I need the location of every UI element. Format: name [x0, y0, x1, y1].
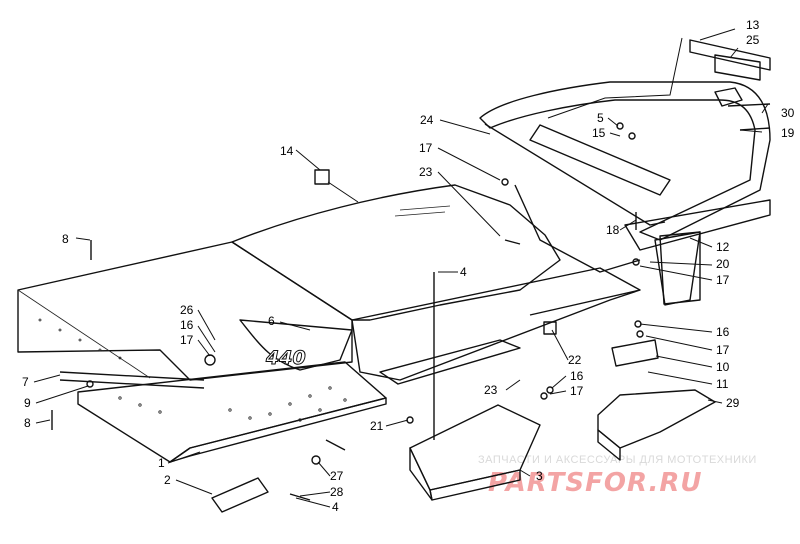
model-badge: 440: [265, 347, 306, 369]
callout-16: 16: [570, 369, 584, 383]
rear-plate: [211, 477, 269, 513]
callout-26: 26: [180, 303, 194, 317]
callout-8: 8: [24, 416, 31, 430]
fasteners: [51, 103, 771, 501]
callout-21: 21: [370, 419, 384, 433]
callout-3: 3: [536, 469, 543, 483]
callout-13: 13: [746, 18, 760, 32]
callout-27: 27: [330, 469, 344, 483]
right-running-board: [351, 267, 641, 385]
callout-9: 9: [24, 396, 31, 410]
callout-23: 23: [419, 165, 433, 179]
callout-17: 17: [570, 384, 584, 398]
callout-16: 16: [716, 325, 730, 339]
callout-7: 7: [22, 375, 29, 389]
watermark-logo: PARTSFOR.RU: [488, 468, 702, 498]
callout-12: 12: [716, 240, 730, 254]
hood-cover: 440: [231, 184, 561, 371]
callout-17: 17: [716, 343, 730, 357]
callout-14: 14: [280, 144, 294, 158]
snow-flap: [659, 231, 701, 305]
callout-10: 10: [716, 360, 730, 374]
rear-rack: [479, 81, 771, 306]
callout-11: 11: [716, 377, 729, 391]
callout-20: 20: [716, 257, 730, 271]
callout-19: 19: [781, 126, 795, 140]
callout-28: 28: [330, 485, 344, 499]
callout-29: 29: [726, 396, 740, 410]
callout-17: 17: [180, 333, 194, 347]
callout-24: 24: [420, 113, 434, 127]
callout-15: 15: [592, 126, 606, 140]
callout-18: 18: [606, 223, 620, 237]
callout-30: 30: [781, 106, 795, 120]
callout-6: 6: [268, 314, 275, 328]
rack-decal: [689, 39, 771, 107]
callout-25: 25: [746, 33, 760, 47]
callout-8: 8: [62, 232, 69, 246]
decal: [314, 169, 330, 185]
reflector-bracket: [611, 339, 659, 367]
traction-pad: [597, 389, 716, 461]
callout-5: 5: [597, 111, 604, 125]
callout-22: 22: [568, 353, 582, 367]
callouts: 13 25 5 30 15 19 24 14 17 23 18 12 8 20 …: [22, 18, 795, 514]
leader-lines: [33, 28, 769, 508]
callout-16: 16: [180, 318, 194, 332]
footrest-plate: [409, 404, 541, 501]
callout-23: 23: [484, 383, 498, 397]
callout-17: 17: [419, 141, 433, 155]
callout-1: 1: [158, 456, 165, 470]
watermark-tagline: ЗАПЧАСТИ И АКСЕССУАРЫ ДЛЯ МОТОТЕХНИКИ: [478, 454, 757, 466]
callout-4: 4: [332, 500, 339, 514]
callout-2: 2: [164, 473, 171, 487]
callout-4: 4: [460, 265, 467, 279]
left-running-board: [59, 361, 387, 463]
callout-17: 17: [716, 273, 730, 287]
